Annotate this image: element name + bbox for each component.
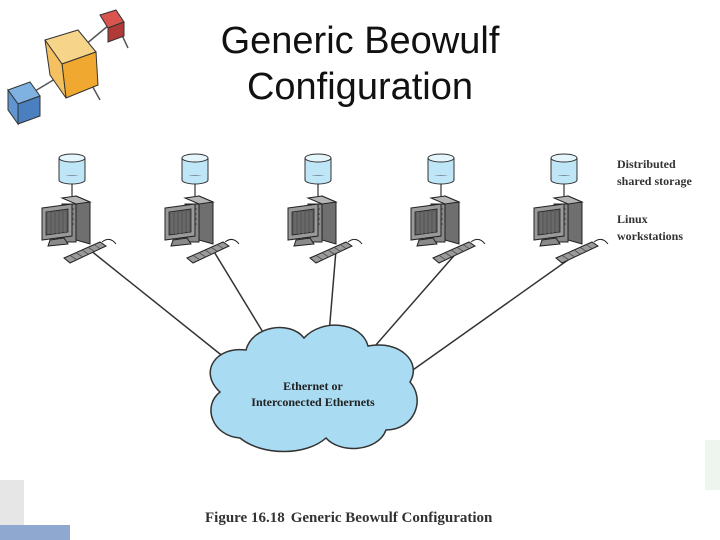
workstation-nodes: [41, 153, 609, 264]
network-link: [374, 249, 460, 347]
figure-number: Figure 16.18: [205, 510, 285, 526]
storage-cylinder-icon: [550, 153, 578, 185]
workstation-computer-icon: [410, 195, 461, 247]
linux-workstations-label: Linux workstations: [617, 211, 683, 245]
storage-cylinder-icon: [427, 153, 455, 185]
workstation-computer-icon: [533, 195, 584, 247]
decorative-cubes-icon: [7, 9, 129, 126]
storage-cylinder-icon: [58, 153, 86, 185]
workstation-node: [41, 153, 117, 264]
storage-label-line-2: shared storage: [617, 174, 692, 188]
corner-ornament: [0, 480, 70, 540]
storage-label-line-1: Distributed: [617, 157, 676, 171]
keyboard-icon: [555, 238, 609, 264]
workstation-node: [287, 153, 363, 264]
distributed-storage-label: Distributed shared storage: [617, 156, 692, 190]
keyboard-icon: [63, 238, 117, 264]
edge-ornament: [705, 440, 720, 490]
network-links: [89, 249, 583, 373]
workstation-node: [164, 153, 240, 264]
figure-caption: Figure 16.18 Generic Beowulf Configuratio…: [205, 510, 492, 527]
storage-cylinder-icon: [181, 153, 209, 185]
network-link: [409, 249, 583, 373]
workstations-label-line-1: Linux: [617, 212, 648, 226]
cloud-label-line-1: Ethernet or: [283, 379, 343, 393]
network-link: [328, 249, 337, 335]
workstation-computer-icon: [287, 195, 338, 247]
slide-title-line-1: Generic Beowulf: [220, 20, 500, 62]
keyboard-icon: [432, 238, 486, 264]
figure-caption-text: Generic Beowulf Configuration: [290, 510, 493, 526]
workstations-label-line-2: workstations: [617, 229, 684, 243]
keyboard-icon: [309, 238, 363, 264]
storage-cylinder-icon: [304, 153, 332, 185]
cloud-label-line-2: Interconected Ethernets: [251, 395, 375, 409]
cloud-label: Ethernet or Interconected Ethernets: [228, 378, 398, 410]
slide-title-line-2: Configuration: [246, 66, 474, 108]
network-cloud-icon: [209, 324, 418, 453]
workstation-node: [410, 153, 486, 264]
keyboard-icon: [186, 238, 240, 264]
workstation-computer-icon: [164, 195, 215, 247]
slide-title: Generic Beowulf Configuration: [150, 18, 570, 110]
network-link: [89, 249, 241, 371]
workstation-node: [533, 153, 609, 264]
workstation-computer-icon: [41, 195, 92, 247]
